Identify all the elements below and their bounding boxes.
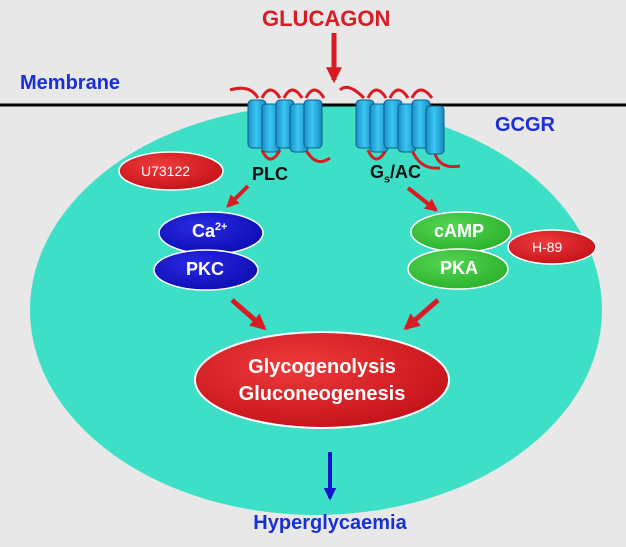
- hyperglycaemia-label: Hyperglycaemia: [253, 512, 407, 534]
- ca-text: Ca: [192, 221, 216, 241]
- gcgr-label: GCGR: [495, 114, 555, 136]
- arrow-plc-to-ca: [226, 184, 250, 208]
- gs-g-text: G: [370, 162, 385, 182]
- gs-ac-label: Gs/AC: [370, 162, 421, 186]
- u73122-label: U73122: [141, 163, 191, 179]
- pka-node: [407, 248, 509, 290]
- inhibitor-h89-node: [507, 229, 597, 265]
- glycogenolysis-label: Glycogenolysis: [248, 356, 396, 378]
- receptor-gcgr-left: [247, 99, 323, 153]
- gs-ac-text: /AC: [390, 162, 422, 182]
- ca-superscript: 2+: [215, 221, 228, 233]
- pkc-label: PKC: [186, 259, 225, 279]
- gluconeogenesis-label: Gluconeogenesis: [238, 383, 406, 405]
- arrow-pka-to-process: [403, 298, 440, 331]
- membrane-label: Membrane: [20, 72, 121, 94]
- glucagon-label: GLUCAGON: [262, 6, 391, 31]
- arrow-ac-to-camp: [406, 186, 439, 212]
- pka-label: PKA: [440, 258, 479, 278]
- gs-subscript: s: [384, 173, 391, 186]
- h89-label: H-89: [532, 239, 563, 255]
- pkc-node: [153, 249, 259, 291]
- receptor-gcgr-right: [355, 99, 445, 155]
- inhibitor-u73122-node: [118, 151, 224, 191]
- cell-body: [30, 105, 602, 515]
- arrow-pkc-to-process: [230, 298, 267, 331]
- receptor-loops: [229, 85, 461, 170]
- process-node: [194, 331, 450, 429]
- plc-label: PLC: [252, 164, 288, 184]
- ca2-label: Ca2+: [192, 221, 227, 242]
- camp-label: cAMP: [434, 221, 485, 241]
